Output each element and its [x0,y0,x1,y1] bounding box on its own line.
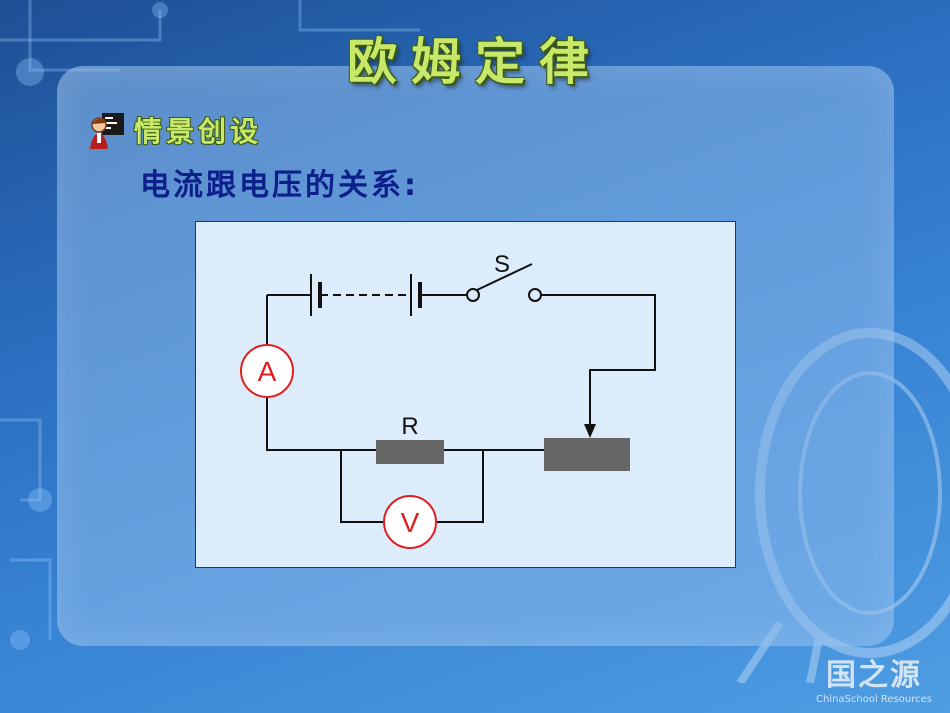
resistor-label: R [401,413,418,440]
rheostat-slider-arrowhead [584,424,596,438]
switch-blade [476,263,533,291]
watermark-text: ChinaSchool Resources [815,694,932,705]
switch-label: S [494,251,510,278]
ammeter-label: A [258,356,277,387]
circuit-diagram: A V S R [195,221,736,568]
wire-left-lower [266,394,341,451]
switch-contact-right [528,288,542,302]
watermark-logo: 国之源 [825,658,922,693]
resistor [376,440,444,464]
switch-contact-left [466,288,480,302]
voltmeter-circle [383,495,437,549]
slide-title: 欧姆定律 [347,32,603,91]
rheostat [544,438,630,471]
wire-voltmeter-loop [340,450,484,523]
ammeter-circle [240,344,294,398]
subtitle: 电流跟电压的关系: [140,168,419,203]
wire-right [541,294,656,425]
section-label: 情景创设 [134,115,263,148]
voltmeter-label: V [401,507,420,538]
teacher-icon [90,113,124,149]
watermark: 国之源 ChinaSchool Resources [816,650,932,705]
section-header: 情景创设 [88,110,262,150]
